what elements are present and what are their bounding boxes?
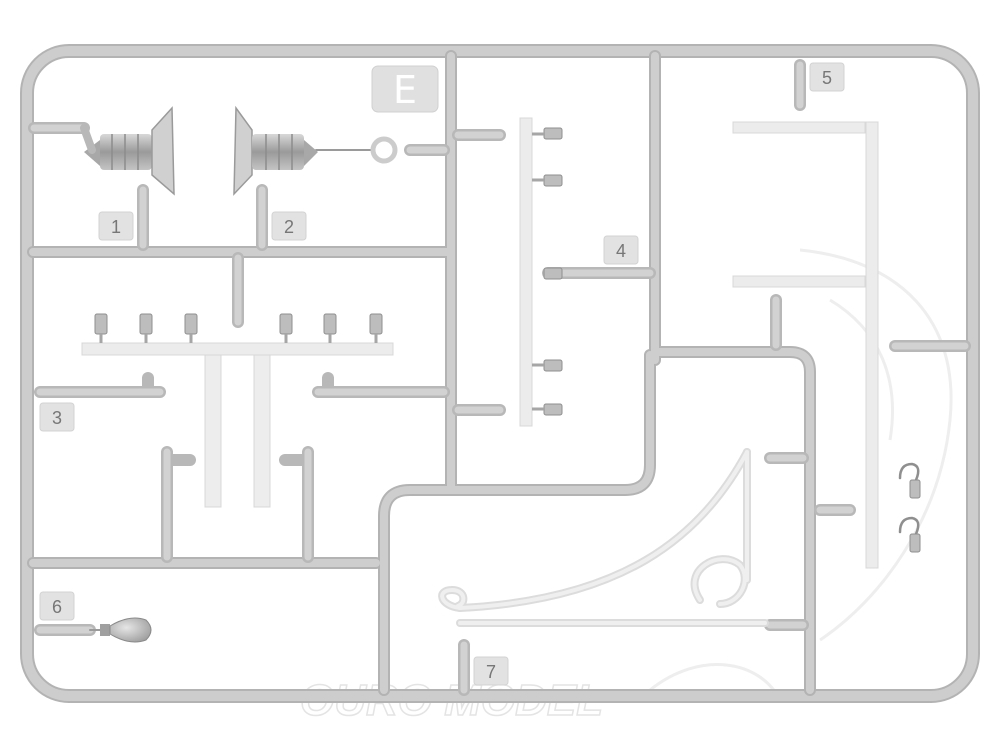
insulator-rail-part-4 xyxy=(519,117,563,427)
lamp-head-part-1 xyxy=(80,106,175,196)
part-tag-5: 5 xyxy=(809,62,845,92)
lamp-head-part-2 xyxy=(233,105,398,196)
part-tag-4: 4 xyxy=(603,235,639,265)
part-number-3: 3 xyxy=(52,408,62,428)
part-tag-6: 6 xyxy=(39,591,75,621)
part-number-7: 7 xyxy=(486,662,496,682)
ornamental-arm-part-7 xyxy=(438,448,769,627)
part-tag-3: 3 xyxy=(39,402,75,432)
insulator-bar-part-3 xyxy=(81,313,394,508)
part-tag-1: 1 xyxy=(98,211,134,241)
sprue-letter-tag: E xyxy=(371,65,439,113)
bulb-part-6 xyxy=(100,617,152,643)
sprue-gates xyxy=(28,59,971,696)
sprue-letter: E xyxy=(393,68,417,112)
sprue-frame xyxy=(20,44,980,703)
part-tag-2: 2 xyxy=(271,211,307,241)
part-number-5: 5 xyxy=(822,68,832,88)
part-number-1: 1 xyxy=(111,217,121,237)
part-number-4: 4 xyxy=(616,241,626,261)
part-number-6: 6 xyxy=(52,597,62,617)
part-number-2: 2 xyxy=(284,217,294,237)
part-tag-7: 7 xyxy=(473,656,509,686)
sprue-runners xyxy=(27,50,816,696)
bracket-part-5 xyxy=(732,121,921,569)
part-tags: E 1 2 3 4 5 6 7 xyxy=(39,62,845,686)
